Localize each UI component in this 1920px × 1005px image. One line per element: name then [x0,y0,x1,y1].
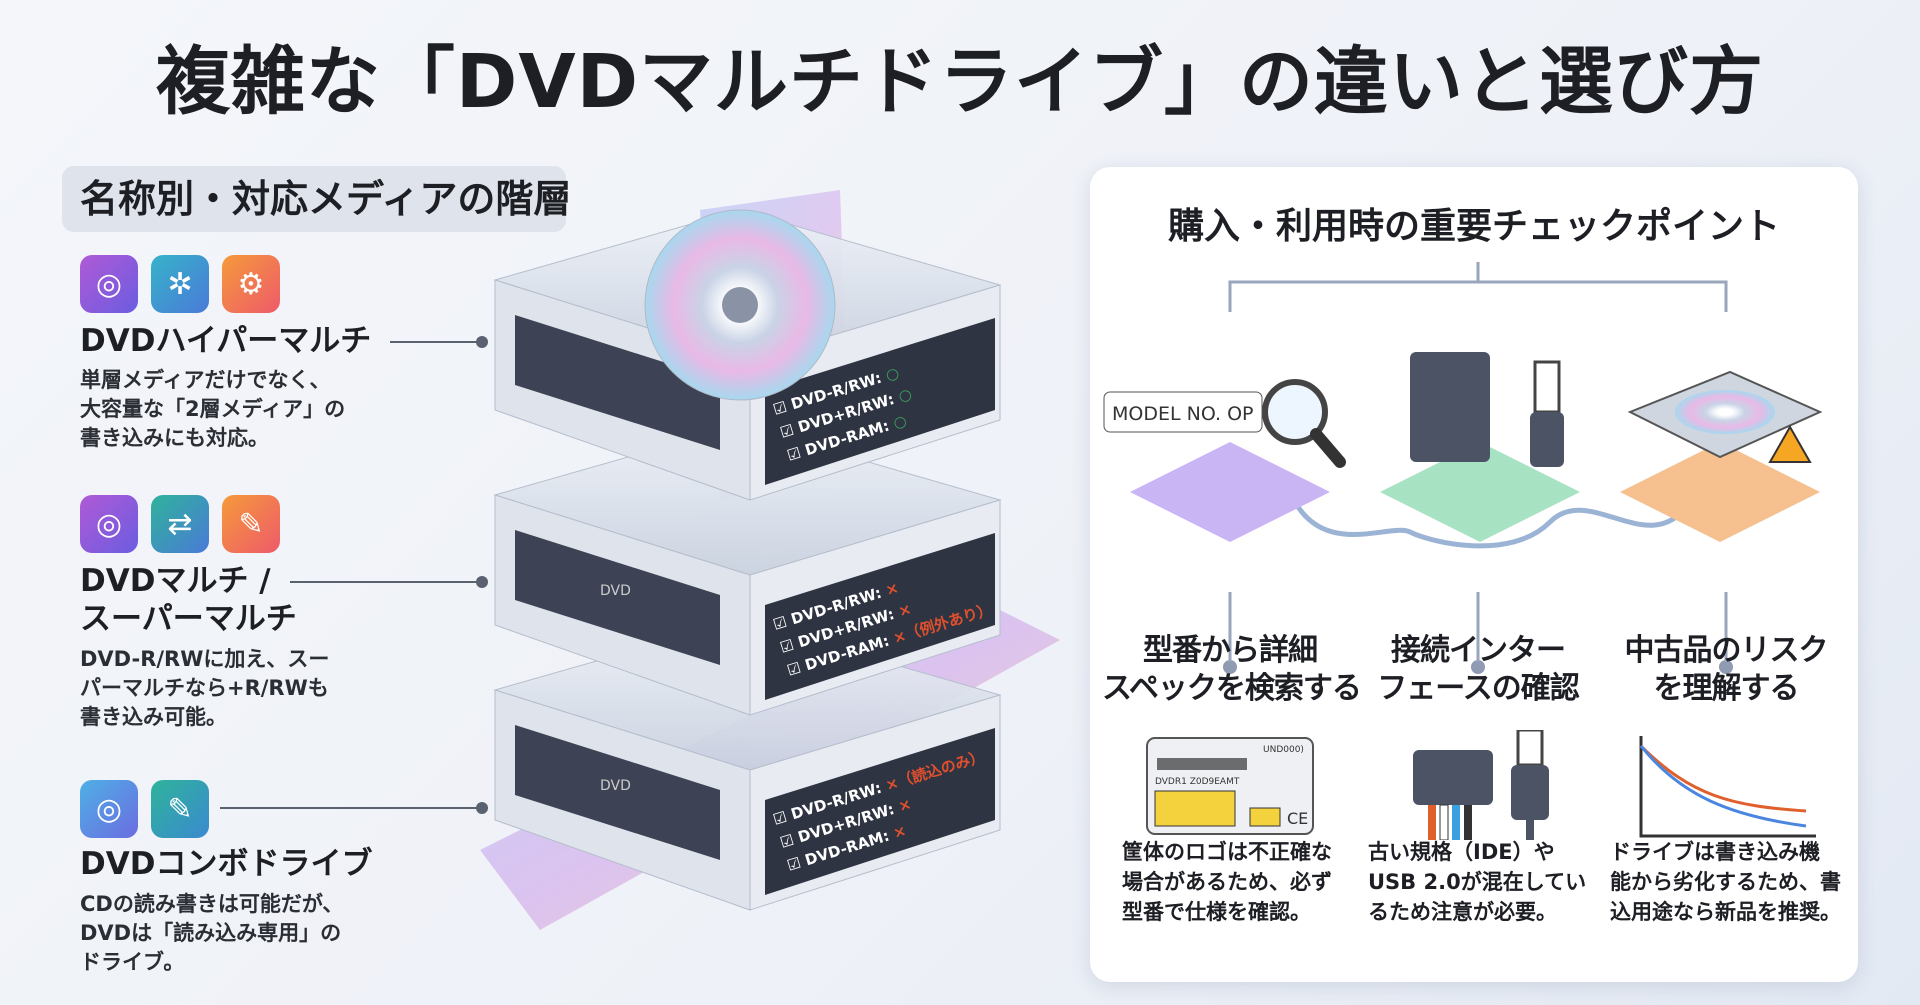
connector-dot [476,802,488,814]
checkpoint-used: 中古品のリスクを理解する ドライブは書き込み機能から劣化するため、書込用途なら新… [1598,632,1854,924]
section-heading: 名称別・対応メディアの階層 [62,166,571,232]
checkpoint-diagram: MODEL NO. OP [1103,262,1823,674]
tier-name: DVDコンボドライブ [80,846,373,882]
connector-line [220,807,480,809]
connector-line [390,341,480,343]
support-mark: ○ [891,411,909,432]
tier-desc: 単層メディアだけでなく、大容量な「2層メディア」の書き込みにも対応。 [80,368,346,450]
tier-desc: DVD-R/RWに加え、スーパーマルチなら+R/RWも書き込み可能。 [80,647,330,729]
disc-hub [722,287,758,323]
edit-icon: ✎ [222,495,280,553]
support-mark: × [896,795,913,816]
sata-connector-icon [1410,352,1490,462]
tier-name: DVDハイパーマルチ [80,323,372,359]
support-mark: ○ [896,385,914,406]
used-drive-tile [1620,370,1823,542]
support-mark: ○ [883,363,901,384]
card-title: 購入・利用時の重要チェックポイント [1167,206,1780,247]
svg-text:CE: CE [1287,809,1308,828]
connector-dot [476,336,488,348]
page-title: 複雑な「DVDマルチドライブ」の違いと選び方 [155,39,1765,125]
checkpoint-model: 型番から詳細スペックを検索する UND000) DVDR1 Z0D9EAMT C… [1102,632,1362,924]
model-label: MODEL NO. OP [1112,403,1254,425]
tier-icons: ◎ ✎ [80,780,209,838]
svg-text:UND000): UND000) [1263,745,1304,755]
support-mark: × [896,600,913,621]
connector-line [290,581,480,583]
connector-tile [1380,352,1580,542]
bracket-line [1228,262,1728,312]
support-mark: × [883,579,900,600]
gears-icon: ⚙ [222,255,280,313]
checkpoint-desc: ドライブは書き込み機能から劣化するため、書込用途なら新品を推奨。 [1610,840,1841,924]
disc-icon: ◎ [80,780,138,838]
connector-dot [476,576,488,588]
dvd-logo: DVD [600,778,631,794]
search-tile: MODEL NO. OP [1103,379,1346,542]
magnifier-icon [1262,379,1328,445]
tier-name: DVDマルチ /スーパーマルチ [80,563,297,637]
support-mark: × [891,821,908,842]
checkpoint-title: 接続インターフェースの確認 [1377,633,1580,706]
network-icon: ✲ [151,255,209,313]
disc-icon: ◎ [80,495,138,553]
cables-icon [1413,728,1549,841]
svg-text:DVDR1 Z0D9EAMT: DVDR1 Z0D9EAMT [1155,777,1240,787]
disc-icon: ◎ [80,255,138,313]
usb-plug-icon [1533,360,1561,414]
tier-icons: ◎ ⇄ ✎ [80,495,280,553]
checkpoint-desc: 筐体のロゴは不正確な場合があるため、必ず型番で仕様を確認。 [1122,840,1332,924]
edit-icon: ✎ [151,780,209,838]
tier-icons: ◎ ✲ ⚙ [80,255,280,313]
link-cable [1287,491,1693,549]
tier-desc: CDの読み書きは可能だが、DVDは「読み込み専用」のドライブ。 [80,892,344,974]
checkpoint-title: 型番から詳細スペックを検索する [1102,633,1362,706]
swap-arrows-icon: ⇄ [151,495,209,553]
degradation-graph-icon [1639,736,1816,838]
checkpoints-card: 購入・利用時の重要チェックポイント MODEL NO. OP 型番から詳細スペッ… [1090,167,1858,982]
dvd-logo: DVD [600,583,631,599]
drive-stack-illustration: DVD☑ DVD-R/RW: ×（読込のみ）☑ DVD+R/RW: ×☑ DVD… [480,190,1060,930]
checkpoint-title: 中古品のリスクを理解する [1624,633,1829,706]
spec-sticker-icon: UND000) DVDR1 Z0D9EAMT CE [1146,737,1314,835]
warning-icon [1768,424,1812,463]
drive-unit [493,424,1002,716]
